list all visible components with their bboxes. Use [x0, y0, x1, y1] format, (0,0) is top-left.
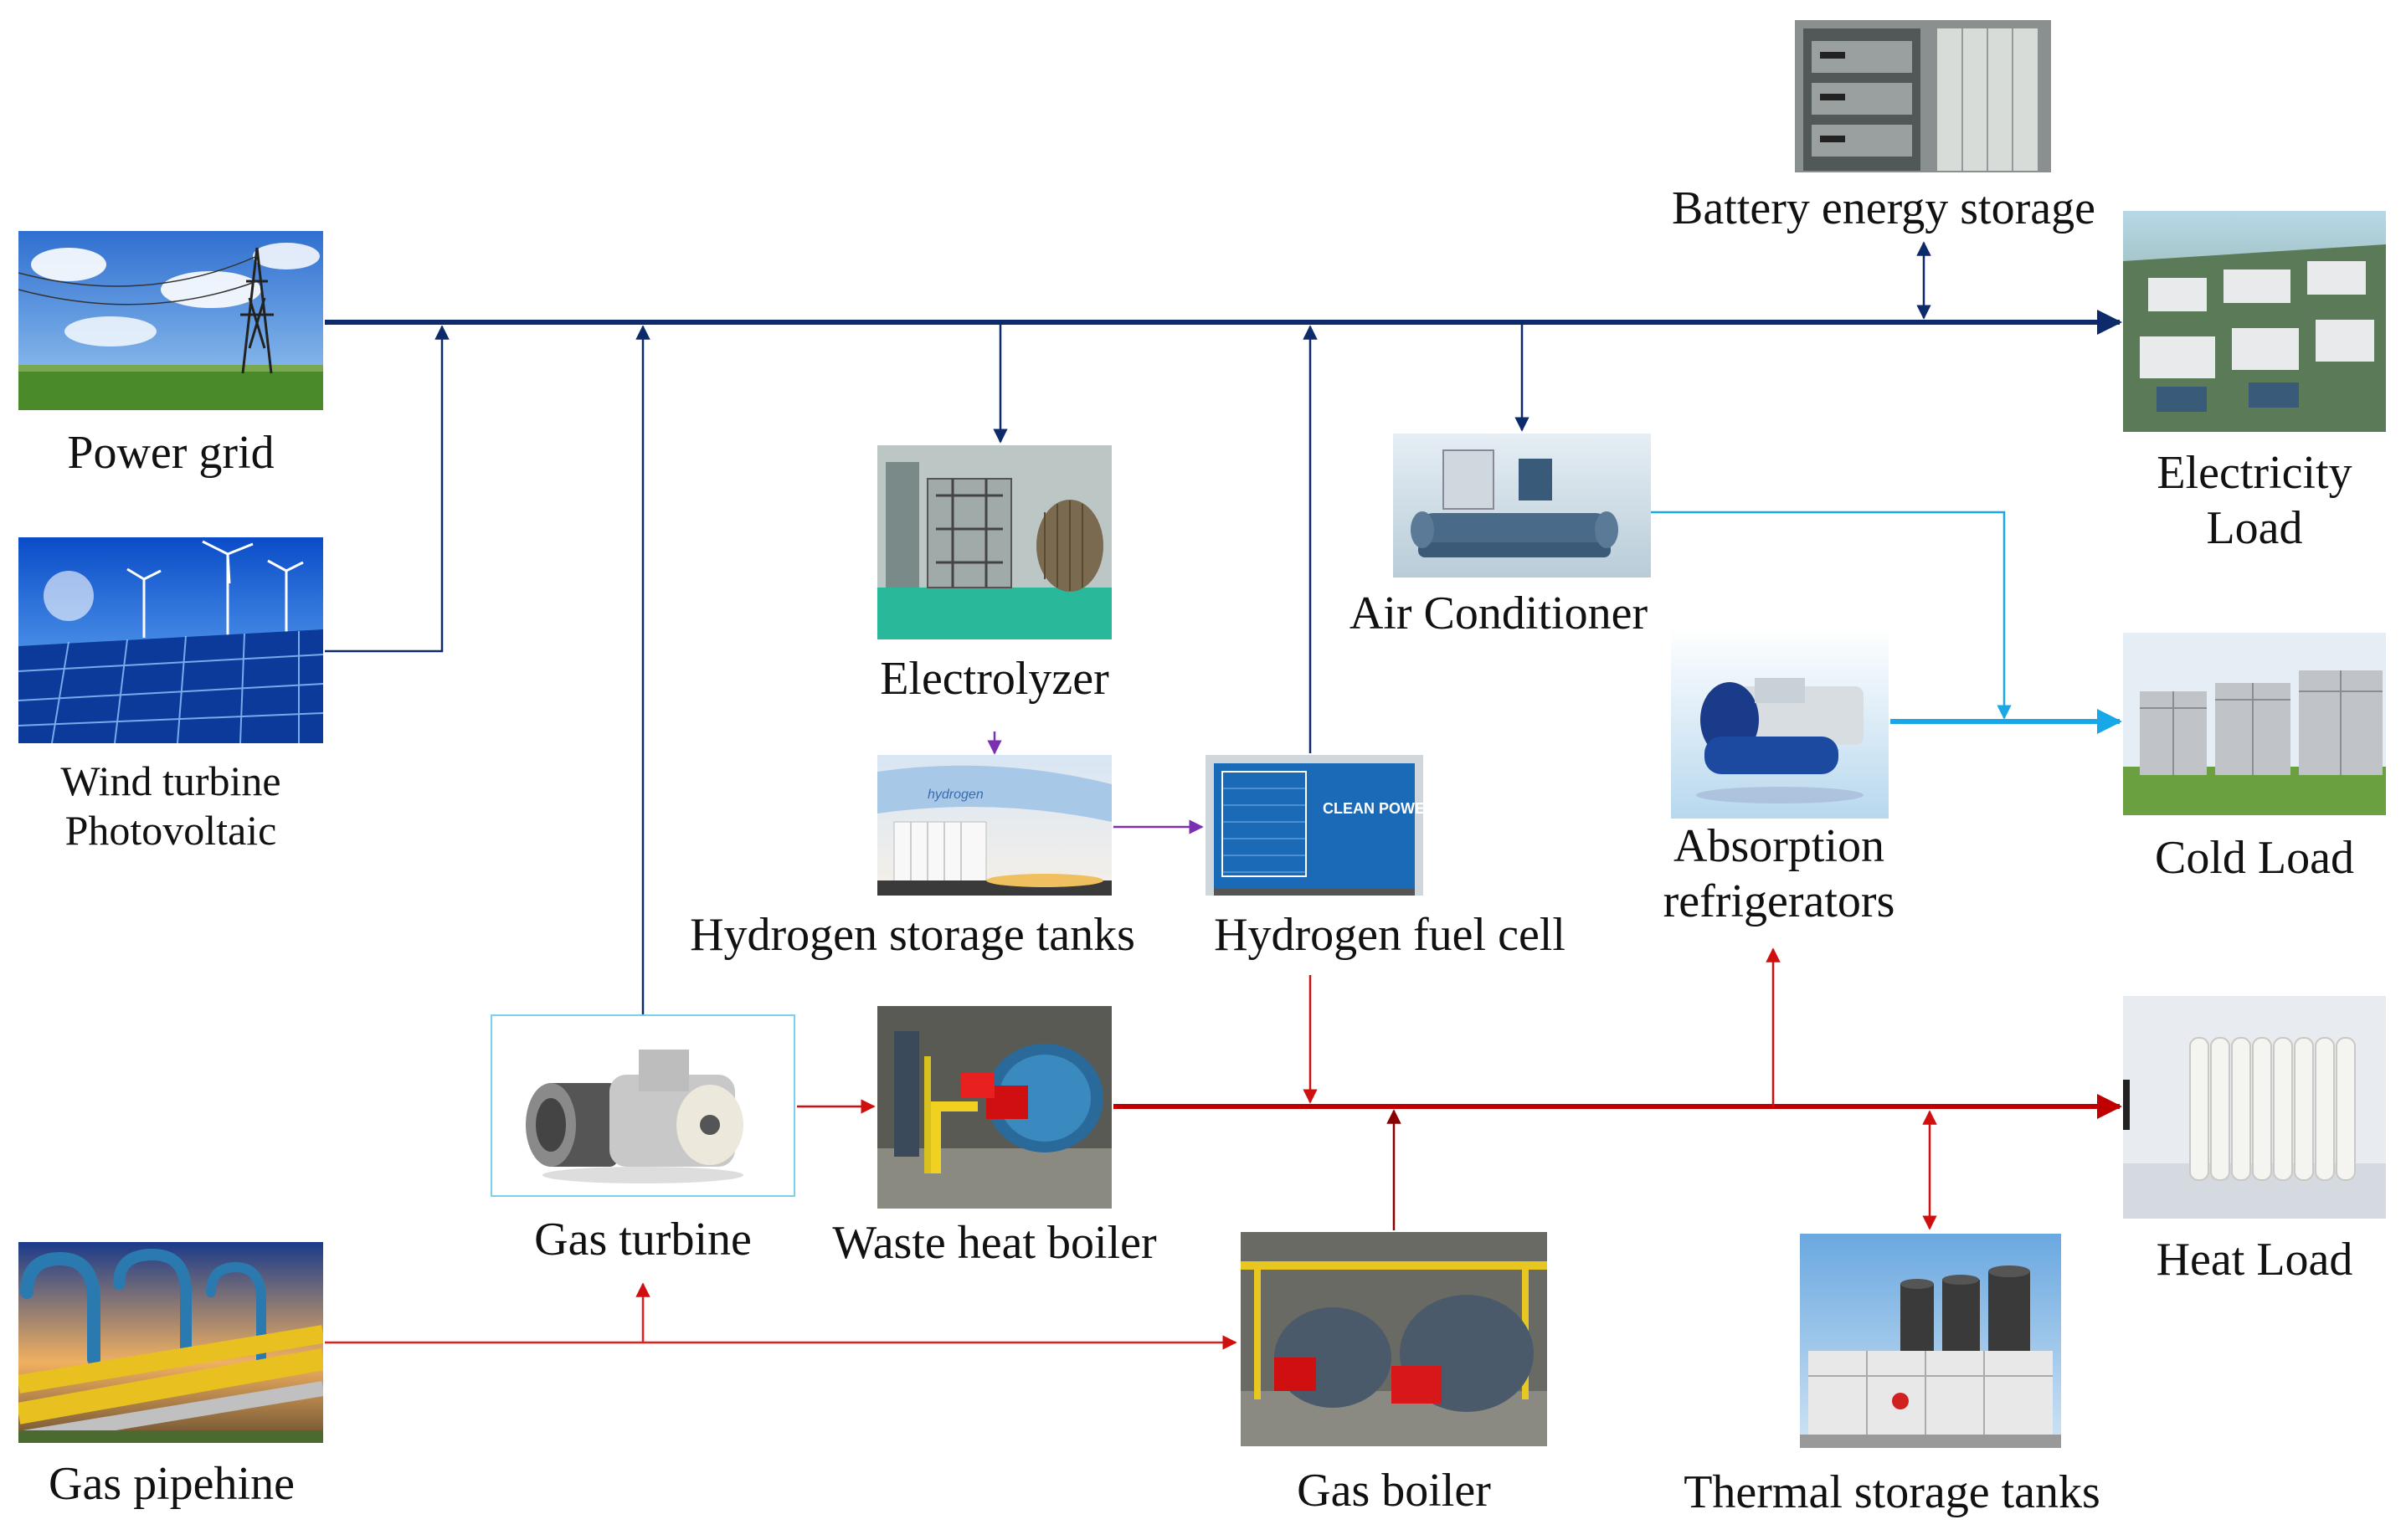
wind-photovoltaic-image	[18, 537, 323, 743]
refrigerators-label: refrigerators	[1663, 875, 1895, 928]
electricity-label: Electricity	[2157, 447, 2352, 499]
gas-flows	[325, 1282, 1237, 1350]
absorption-refrigerators-label: Absorption refrigerators	[1616, 819, 1942, 929]
air-conditioner-label: Air Conditioner	[1349, 588, 1648, 639]
wind-pv-label: Wind turbine Photovoltaic	[18, 757, 323, 855]
thermal-storage-tanks-image	[1800, 1234, 2061, 1448]
cold-load-label: Cold Load	[2155, 832, 2354, 884]
air-conditioner-image	[1393, 434, 1651, 578]
absorption-label: Absorption	[1673, 820, 1884, 872]
electricity-bus	[325, 241, 2122, 1017]
hydrogen-storage-tanks-label: Hydrogen storage tanks	[690, 909, 1135, 961]
battery-energy-storage-image	[1795, 20, 2051, 172]
electricity-load-label: Electricity Load	[2123, 445, 2386, 556]
hydrogen-fuel-cell-image: CLEAN POWER	[1206, 755, 1423, 896]
battery-energy-storage-label: Battery energy storage	[1672, 182, 2095, 234]
hydrogen-flows	[987, 732, 1204, 834]
wind-turbine-label: Wind turbine	[60, 757, 281, 804]
electricity-load-image	[2123, 211, 2386, 432]
hydrogen-fuel-cell-label: Hydrogen fuel cell	[1214, 909, 1565, 961]
hydrogen-tank-text: hydrogen	[928, 788, 984, 802]
gas-boiler-image	[1241, 1232, 1547, 1446]
fuel-cell-text: CLEAN POWER	[1323, 800, 1423, 817]
heat-load-label: Heat Load	[2156, 1234, 2353, 1286]
gas-turbine-label: Gas turbine	[534, 1214, 752, 1265]
gas-boiler-label: Gas boiler	[1297, 1465, 1491, 1517]
heat-load-image	[2123, 996, 2386, 1219]
absorption-refrigerators-image	[1671, 628, 1889, 819]
gas-pipeline-image	[18, 1242, 323, 1443]
cooling-flows	[1651, 511, 2122, 734]
hydrogen-storage-tanks-image: hydrogen	[877, 755, 1112, 896]
electrolyzer-label: Electrolyzer	[880, 653, 1109, 705]
load-label: Load	[2206, 502, 2303, 555]
photovoltaic-label: Photovoltaic	[64, 807, 277, 854]
electrolyzer-image	[877, 445, 1112, 639]
power-grid-image	[18, 231, 323, 410]
waste-heat-boiler-image	[877, 1006, 1112, 1209]
power-grid-label: Power grid	[67, 427, 275, 479]
gas-pipeline-label: Gas pipehine	[49, 1458, 295, 1510]
waste-heat-boiler-label: Waste heat boiler	[832, 1217, 1157, 1269]
cold-load-image	[2123, 633, 2386, 815]
gas-turbine-image	[491, 1014, 795, 1197]
thermal-storage-tanks-label: Thermal storage tanks	[1684, 1466, 2100, 1518]
heat-bus	[797, 947, 2122, 1230]
